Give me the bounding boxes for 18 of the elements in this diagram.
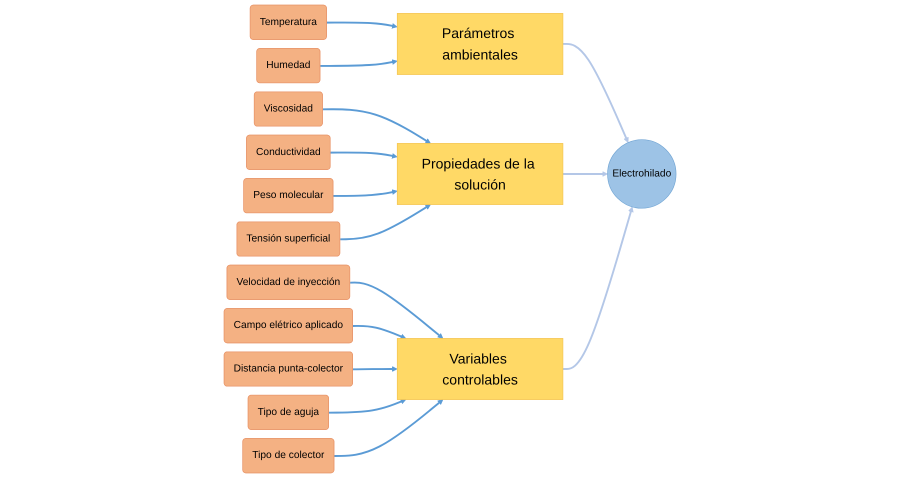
arrow: [340, 204, 432, 240]
arrow: [563, 206, 634, 370]
arrow: [323, 108, 432, 144]
arrow: [353, 366, 398, 372]
arrow: [327, 22, 398, 29]
node-circle: Electrohilado: [608, 139, 677, 209]
node-box: Parámetros ambientales: [397, 13, 564, 75]
arrow: [334, 189, 398, 197]
arrow: [350, 282, 444, 339]
arrow: [330, 152, 398, 159]
arrow: [334, 399, 444, 457]
arrow: [329, 398, 407, 414]
arrow: [563, 171, 608, 177]
arrow: [563, 43, 630, 143]
arrow: [353, 324, 407, 340]
arrow: [320, 59, 398, 67]
node-box: Variables controlables: [397, 338, 564, 400]
node-box: Propiedades de la solución: [397, 143, 564, 205]
